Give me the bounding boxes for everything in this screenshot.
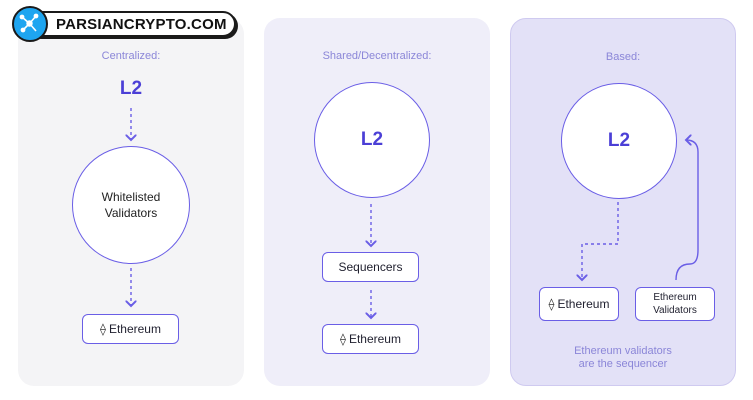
panel-based: Based: L2 ⟠ Ethereum Ethereum Validators… — [510, 18, 736, 386]
sequencers-label: Sequencers — [338, 260, 403, 274]
l2-label-centralized: L2 — [119, 78, 143, 99]
based-note: Ethereum validators are the sequencer — [574, 345, 672, 370]
ethereum-box-centralized: ⟠ Ethereum — [82, 314, 179, 344]
ethereum-validators-label: Ethereum Validators — [653, 292, 697, 316]
ethereum-box-based: ⟠ Ethereum — [539, 287, 619, 321]
whitelisted-validators-label: Whitelisted Validators — [101, 190, 161, 220]
ethereum-icon: ⟠ — [340, 332, 346, 346]
ethereum-label-centralized: Ethereum — [108, 322, 161, 336]
ethereum-box-shared: ⟠ Ethereum — [322, 324, 419, 354]
logo-text: PARSIANCRYPTO.COM — [56, 15, 227, 33]
sequencers-box: Sequencers — [322, 252, 419, 282]
ethereum-validators-box: Ethereum Validators — [635, 287, 715, 321]
panel-label-shared: Shared/Decentralized: — [322, 50, 432, 62]
ethereum-label-based: Ethereum — [557, 297, 610, 311]
logo-badge: PARSIANCRYPTO.COM — [12, 6, 238, 42]
ethereum-label-shared: Ethereum — [348, 332, 401, 346]
whitelisted-validators-circle: Whitelisted Validators — [72, 146, 190, 264]
l2-circle-based: L2 — [561, 83, 677, 199]
ethereum-icon: ⟠ — [548, 297, 555, 311]
l2-circle-shared: L2 — [314, 82, 430, 198]
l2-label-based: L2 — [607, 130, 631, 151]
ethereum-icon: ⟠ — [100, 322, 106, 336]
l2-label-shared: L2 — [360, 129, 384, 150]
panel-centralized: Centralized: L2 Whitelisted Validators ⟠… — [18, 18, 244, 386]
logo-mark-icon — [12, 6, 48, 42]
panel-shared-decentralized: Shared/Decentralized: L2 Sequencers ⟠ Et… — [264, 18, 490, 386]
panel-label-centralized: Centralized: — [101, 50, 161, 62]
panel-label-based: Based: — [605, 51, 641, 63]
logo-pill: PARSIANCRYPTO.COM — [26, 11, 236, 37]
